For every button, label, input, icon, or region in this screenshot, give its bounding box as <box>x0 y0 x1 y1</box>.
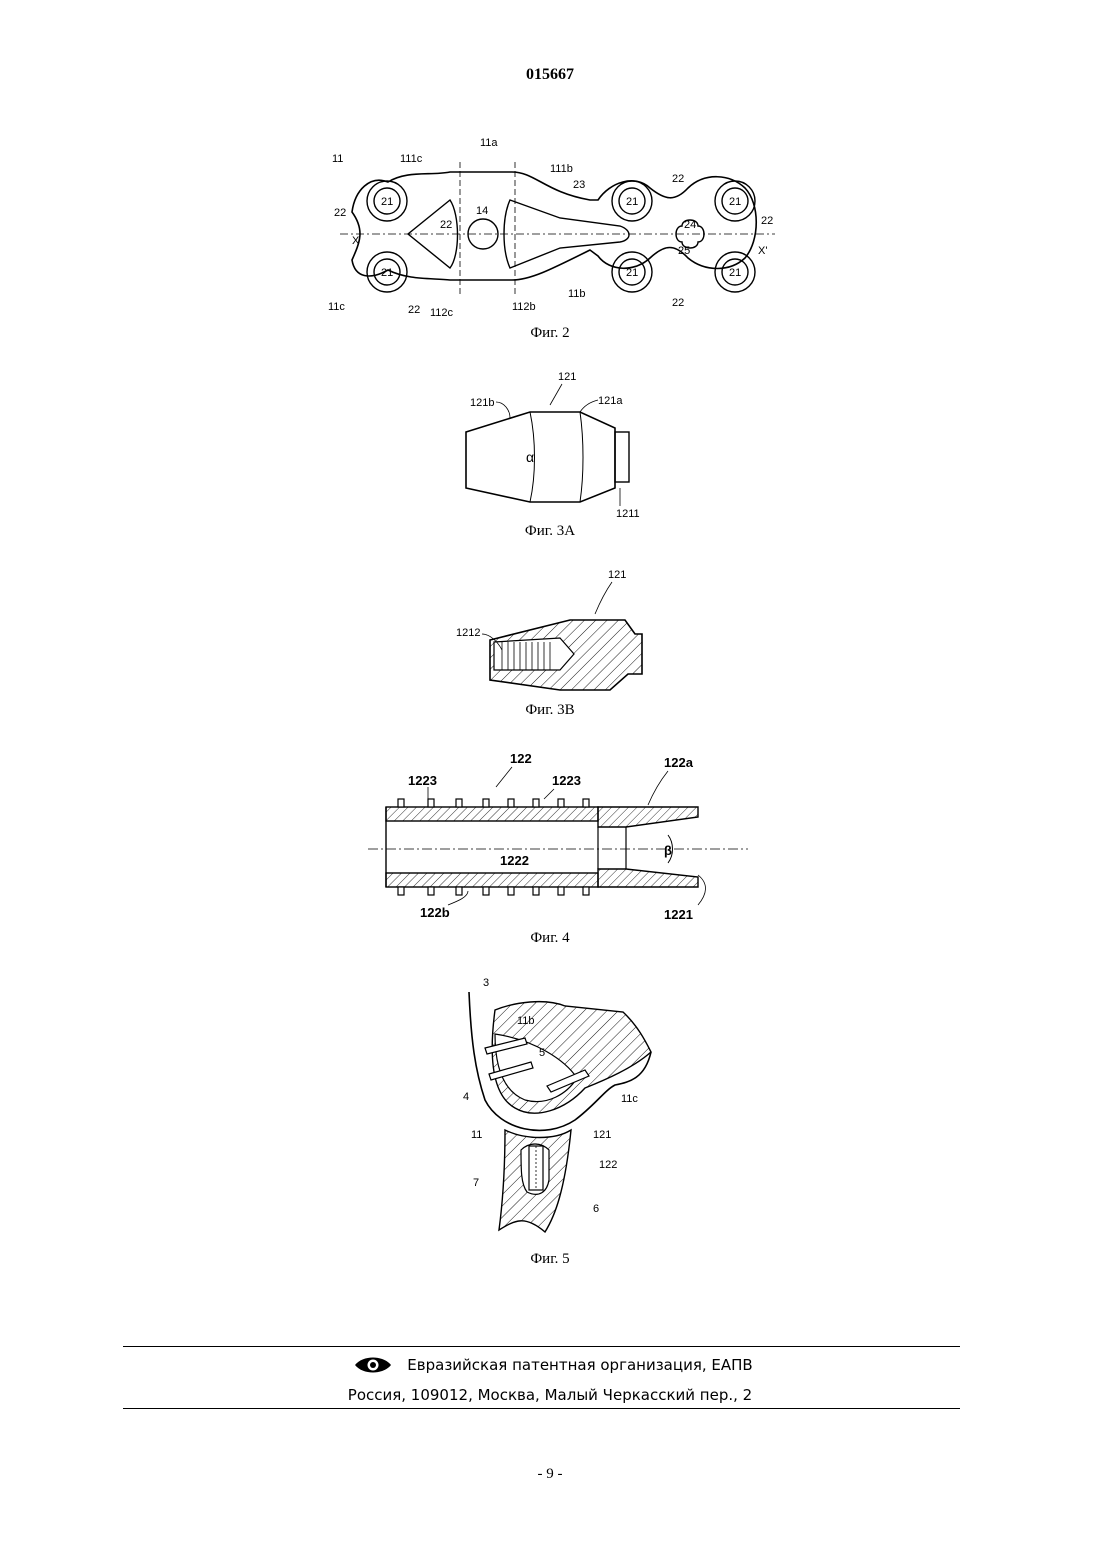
label-3: 3 <box>483 977 489 989</box>
label-x: X <box>352 235 360 247</box>
label-21b: 21 <box>381 267 393 279</box>
label-14: 14 <box>476 205 488 217</box>
figure-5-drawing: 3 11b 5 4 11c 11 121 122 7 6 <box>455 970 665 1245</box>
page-number: - 9 - <box>0 1466 1100 1483</box>
label-1211: 1211 <box>616 508 640 520</box>
label-22-bottom-right: 22 <box>672 297 684 309</box>
label-x-prime: X' <box>758 245 767 257</box>
label-121a: 121a <box>598 395 623 407</box>
label-112b: 112b <box>512 301 536 313</box>
figure-4-caption: Фиг. 4 <box>0 930 1100 947</box>
label-122: 122 <box>599 1159 617 1171</box>
label-25: 25 <box>678 245 690 257</box>
label-111b: 111b <box>550 163 573 175</box>
label-11c: 11c <box>621 1093 638 1105</box>
label-21c: 21 <box>626 196 638 208</box>
label-24: 24 <box>684 219 696 231</box>
label-11c: 11c <box>328 301 345 313</box>
label-beta: β <box>664 843 672 858</box>
label-11: 11 <box>471 1129 482 1141</box>
label-21d: 21 <box>626 267 638 279</box>
label-121: 121 <box>593 1129 611 1141</box>
label-112c: 112c <box>430 307 454 319</box>
footer-address: Россия, 109012, Москва, Малый Черкасский… <box>0 1386 1100 1404</box>
figure-2-drawing: 11 11a 111c 111b 23 22 22 22 22 14 21 21… <box>320 130 790 330</box>
label-122: 122 <box>510 751 532 766</box>
label-7: 7 <box>473 1177 479 1189</box>
label-21e: 21 <box>729 196 741 208</box>
figure-5-caption: Фиг. 5 <box>0 1251 1100 1268</box>
figure-4-drawing: 122 1223 1223 122a 1222 β 122b 1221 <box>368 745 748 930</box>
footer-top-rule <box>123 1346 960 1347</box>
label-1222: 1222 <box>500 853 529 868</box>
label-121b: 121b <box>470 397 494 409</box>
label-11a: 11a <box>480 137 498 149</box>
label-22-inner: 22 <box>440 219 452 231</box>
figure-3a-caption: Фиг. 3А <box>0 523 1100 540</box>
label-121: 121 <box>558 371 576 383</box>
label-4: 4 <box>463 1091 469 1103</box>
label-111c: 111c <box>400 153 423 165</box>
figure-3a-drawing: 121 121b 121a α 1211 <box>450 360 650 525</box>
label-23: 23 <box>573 179 585 191</box>
label-1223-right: 1223 <box>552 773 581 788</box>
label-11b: 11b <box>568 288 586 300</box>
label-121: 121 <box>608 569 626 581</box>
label-alpha: α <box>526 449 534 465</box>
label-1221: 1221 <box>664 907 693 922</box>
label-22-bottom: 22 <box>408 304 420 316</box>
label-122b: 122b <box>420 905 450 920</box>
figure-3b-caption: Фиг. 3В <box>0 702 1100 719</box>
label-22-right: 22 <box>761 215 773 227</box>
footer-organization: Евразийская патентная организация, ЕАПВ <box>30 1356 1100 1374</box>
figure-2-caption: Фиг. 2 <box>0 325 1100 342</box>
label-6: 6 <box>593 1203 599 1215</box>
label-11b: 11b <box>517 1015 535 1027</box>
label-1212: 1212 <box>456 627 480 639</box>
screw-hole-group <box>367 181 755 292</box>
label-122a: 122a <box>664 755 694 770</box>
label-5: 5 <box>539 1047 545 1059</box>
document-number: 015667 <box>0 66 1100 84</box>
label-22-left: 22 <box>334 207 346 219</box>
footer-bottom-rule <box>123 1408 960 1409</box>
label-1223-left: 1223 <box>408 773 437 788</box>
label-21a: 21 <box>381 196 393 208</box>
label-22-top: 22 <box>672 173 684 185</box>
figure-3b-drawing: 121 1212 <box>450 562 650 697</box>
label-21f: 21 <box>729 267 741 279</box>
label-11: 11 <box>332 153 343 165</box>
